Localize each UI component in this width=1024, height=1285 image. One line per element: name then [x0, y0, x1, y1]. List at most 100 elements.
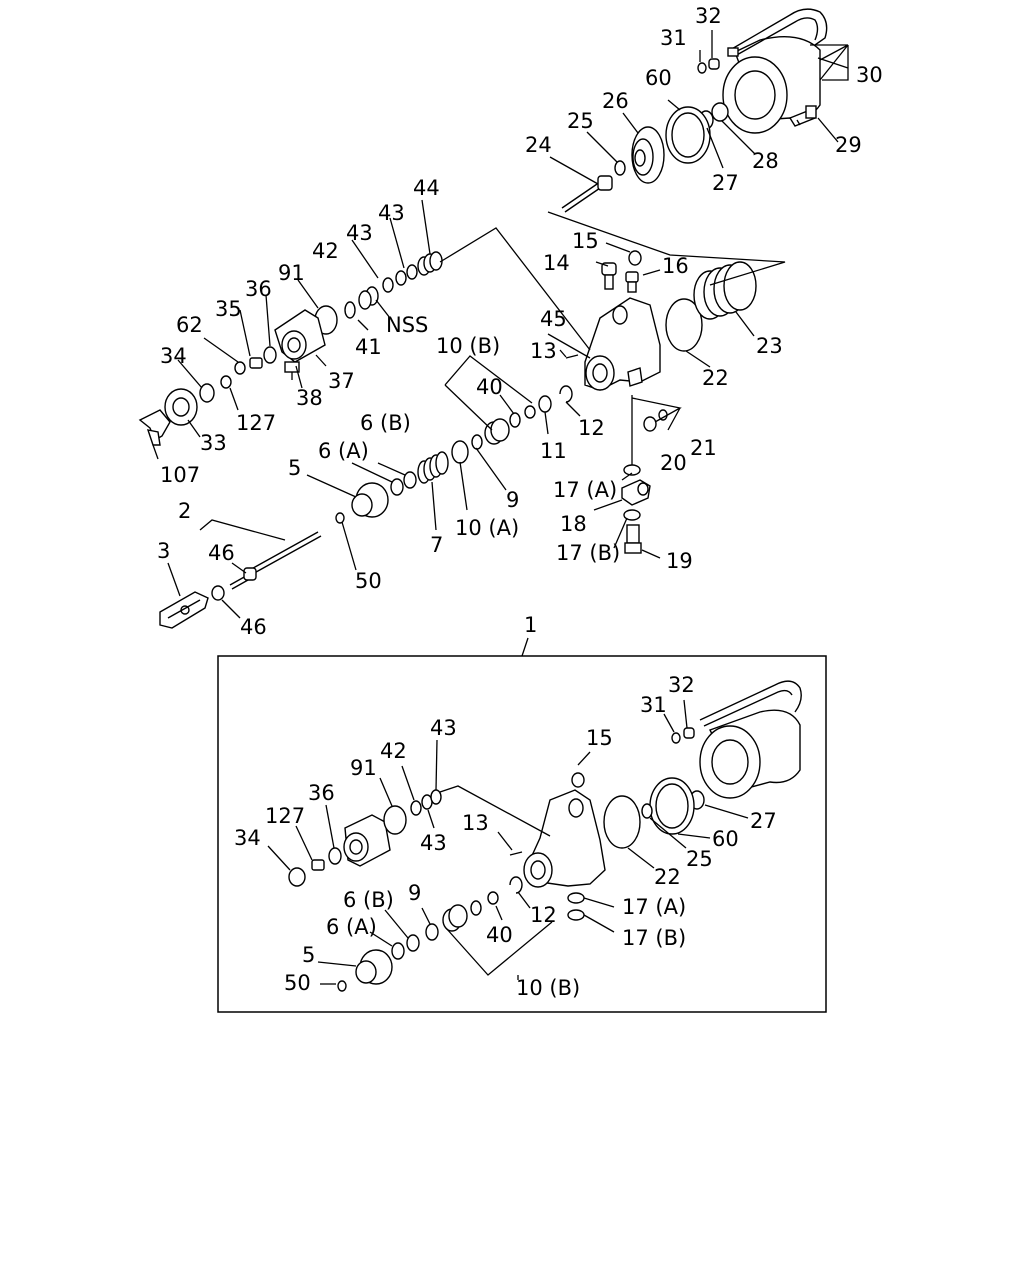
part-31: [697, 62, 707, 74]
part-bolt-38: [284, 361, 300, 380]
inset-part-12: [509, 876, 523, 894]
label-17b: 17 (B): [556, 541, 620, 565]
label-15: 15: [572, 229, 599, 253]
label-10a: 10 (A): [455, 516, 519, 540]
inset-part-34: [288, 867, 306, 887]
part-spring-44: [417, 251, 443, 276]
part-42: [382, 277, 394, 293]
part-rod-24: [561, 175, 613, 213]
label-22: 22: [702, 366, 729, 390]
part-25: [614, 160, 626, 176]
inset-part-25: [641, 803, 653, 819]
inset-label-32: 32: [668, 673, 695, 697]
inset-part-40a: [470, 900, 482, 916]
part-booster-30: [722, 8, 828, 134]
label-20: 20: [660, 451, 687, 475]
part-9: [471, 434, 483, 450]
label-33: 33: [200, 431, 227, 455]
inset-label-17a: 17 (A): [622, 895, 686, 919]
upper-exploded-view: [138, 8, 828, 629]
inset-part-50: [337, 980, 347, 992]
part-43a: [406, 264, 418, 280]
inset-part-42: [410, 800, 422, 816]
part-10b: [484, 418, 510, 445]
part-bolt-29: [788, 105, 817, 127]
label-21: 21: [690, 436, 717, 460]
inset-part-17a: [567, 892, 585, 904]
inset-part-6b: [406, 934, 420, 952]
inset-label-13: 13: [462, 811, 489, 835]
label-91: 91: [278, 261, 305, 285]
label-16: 16: [662, 254, 689, 278]
label-44: 44: [413, 176, 440, 200]
part-10a: [451, 440, 469, 464]
part-spring-23: [693, 261, 757, 320]
inset-label-34: 34: [234, 826, 261, 850]
label-37: 37: [328, 369, 355, 393]
label-nss: NSS: [386, 313, 428, 337]
label-2: 2: [178, 499, 191, 523]
inset-part-127: [311, 859, 325, 871]
kit-frame: [217, 655, 827, 1013]
label-19: 19: [666, 549, 693, 573]
label-5: 5: [288, 456, 301, 480]
part-46a: [229, 567, 257, 590]
label-36: 36: [245, 277, 272, 301]
inset-label-43a: 43: [430, 716, 457, 740]
inset-part-9: [425, 923, 439, 941]
part-127: [220, 375, 232, 389]
label-46b: 46: [240, 615, 267, 639]
part-11: [538, 395, 552, 413]
part-oring-22: [665, 298, 703, 352]
part-46b: [211, 585, 225, 601]
inset-part-15: [571, 772, 585, 788]
label-6a: 6 (A): [318, 439, 369, 463]
inset-label-43b: 43: [420, 831, 447, 855]
part-40: [509, 412, 521, 428]
inset-label-40: 40: [486, 923, 513, 947]
inset-label-127: 127: [265, 804, 305, 828]
label-107: 107: [160, 463, 200, 487]
label-3: 3: [157, 539, 170, 563]
inset-label-17b: 17 (B): [622, 926, 686, 950]
inset-booster: [699, 680, 802, 799]
label-6b: 6 (B): [360, 411, 411, 435]
label-1: 1: [524, 613, 537, 637]
part-elbow-107: [138, 409, 171, 446]
inset-label-9: 9: [408, 881, 421, 905]
part-union-18: [621, 479, 651, 506]
label-31: 31: [660, 26, 687, 50]
part-34: [199, 383, 215, 403]
inset-labels: 32 31 43 15 42 91 36 127 27 13 34 60 43 …: [234, 673, 777, 1000]
label-17a: 17 (A): [553, 478, 617, 502]
part-15: [628, 250, 642, 266]
inset-part-17b: [567, 909, 585, 921]
part-spring-7: [417, 451, 449, 484]
part-41: [344, 286, 379, 319]
inset-part-32: [683, 727, 695, 739]
part-43b: [395, 270, 407, 286]
label-25: 25: [567, 109, 594, 133]
label-24: 24: [525, 133, 552, 157]
label-11: 11: [540, 439, 567, 463]
upper-leader-lines: [152, 30, 849, 619]
part-pin-13: [565, 354, 579, 359]
part-20: [643, 416, 657, 432]
inset-part-13: [509, 851, 523, 856]
label-12: 12: [578, 416, 605, 440]
kit-assembly-box: 1: [217, 613, 827, 1013]
inset-part-43b: [430, 789, 442, 805]
label-35: 35: [215, 297, 242, 321]
inset-valve-body: [523, 789, 606, 888]
inset-part-36: [328, 847, 342, 865]
inset-label-15: 15: [586, 726, 613, 750]
label-14: 14: [543, 251, 570, 275]
part-nut-28: [711, 102, 729, 122]
inset-label-27: 27: [750, 809, 777, 833]
inset-label-6b: 6 (B): [343, 888, 394, 912]
inset-part-31: [671, 732, 681, 744]
inset-10b: [442, 904, 468, 932]
label-41: 41: [355, 335, 382, 359]
label-42: 42: [312, 239, 339, 263]
